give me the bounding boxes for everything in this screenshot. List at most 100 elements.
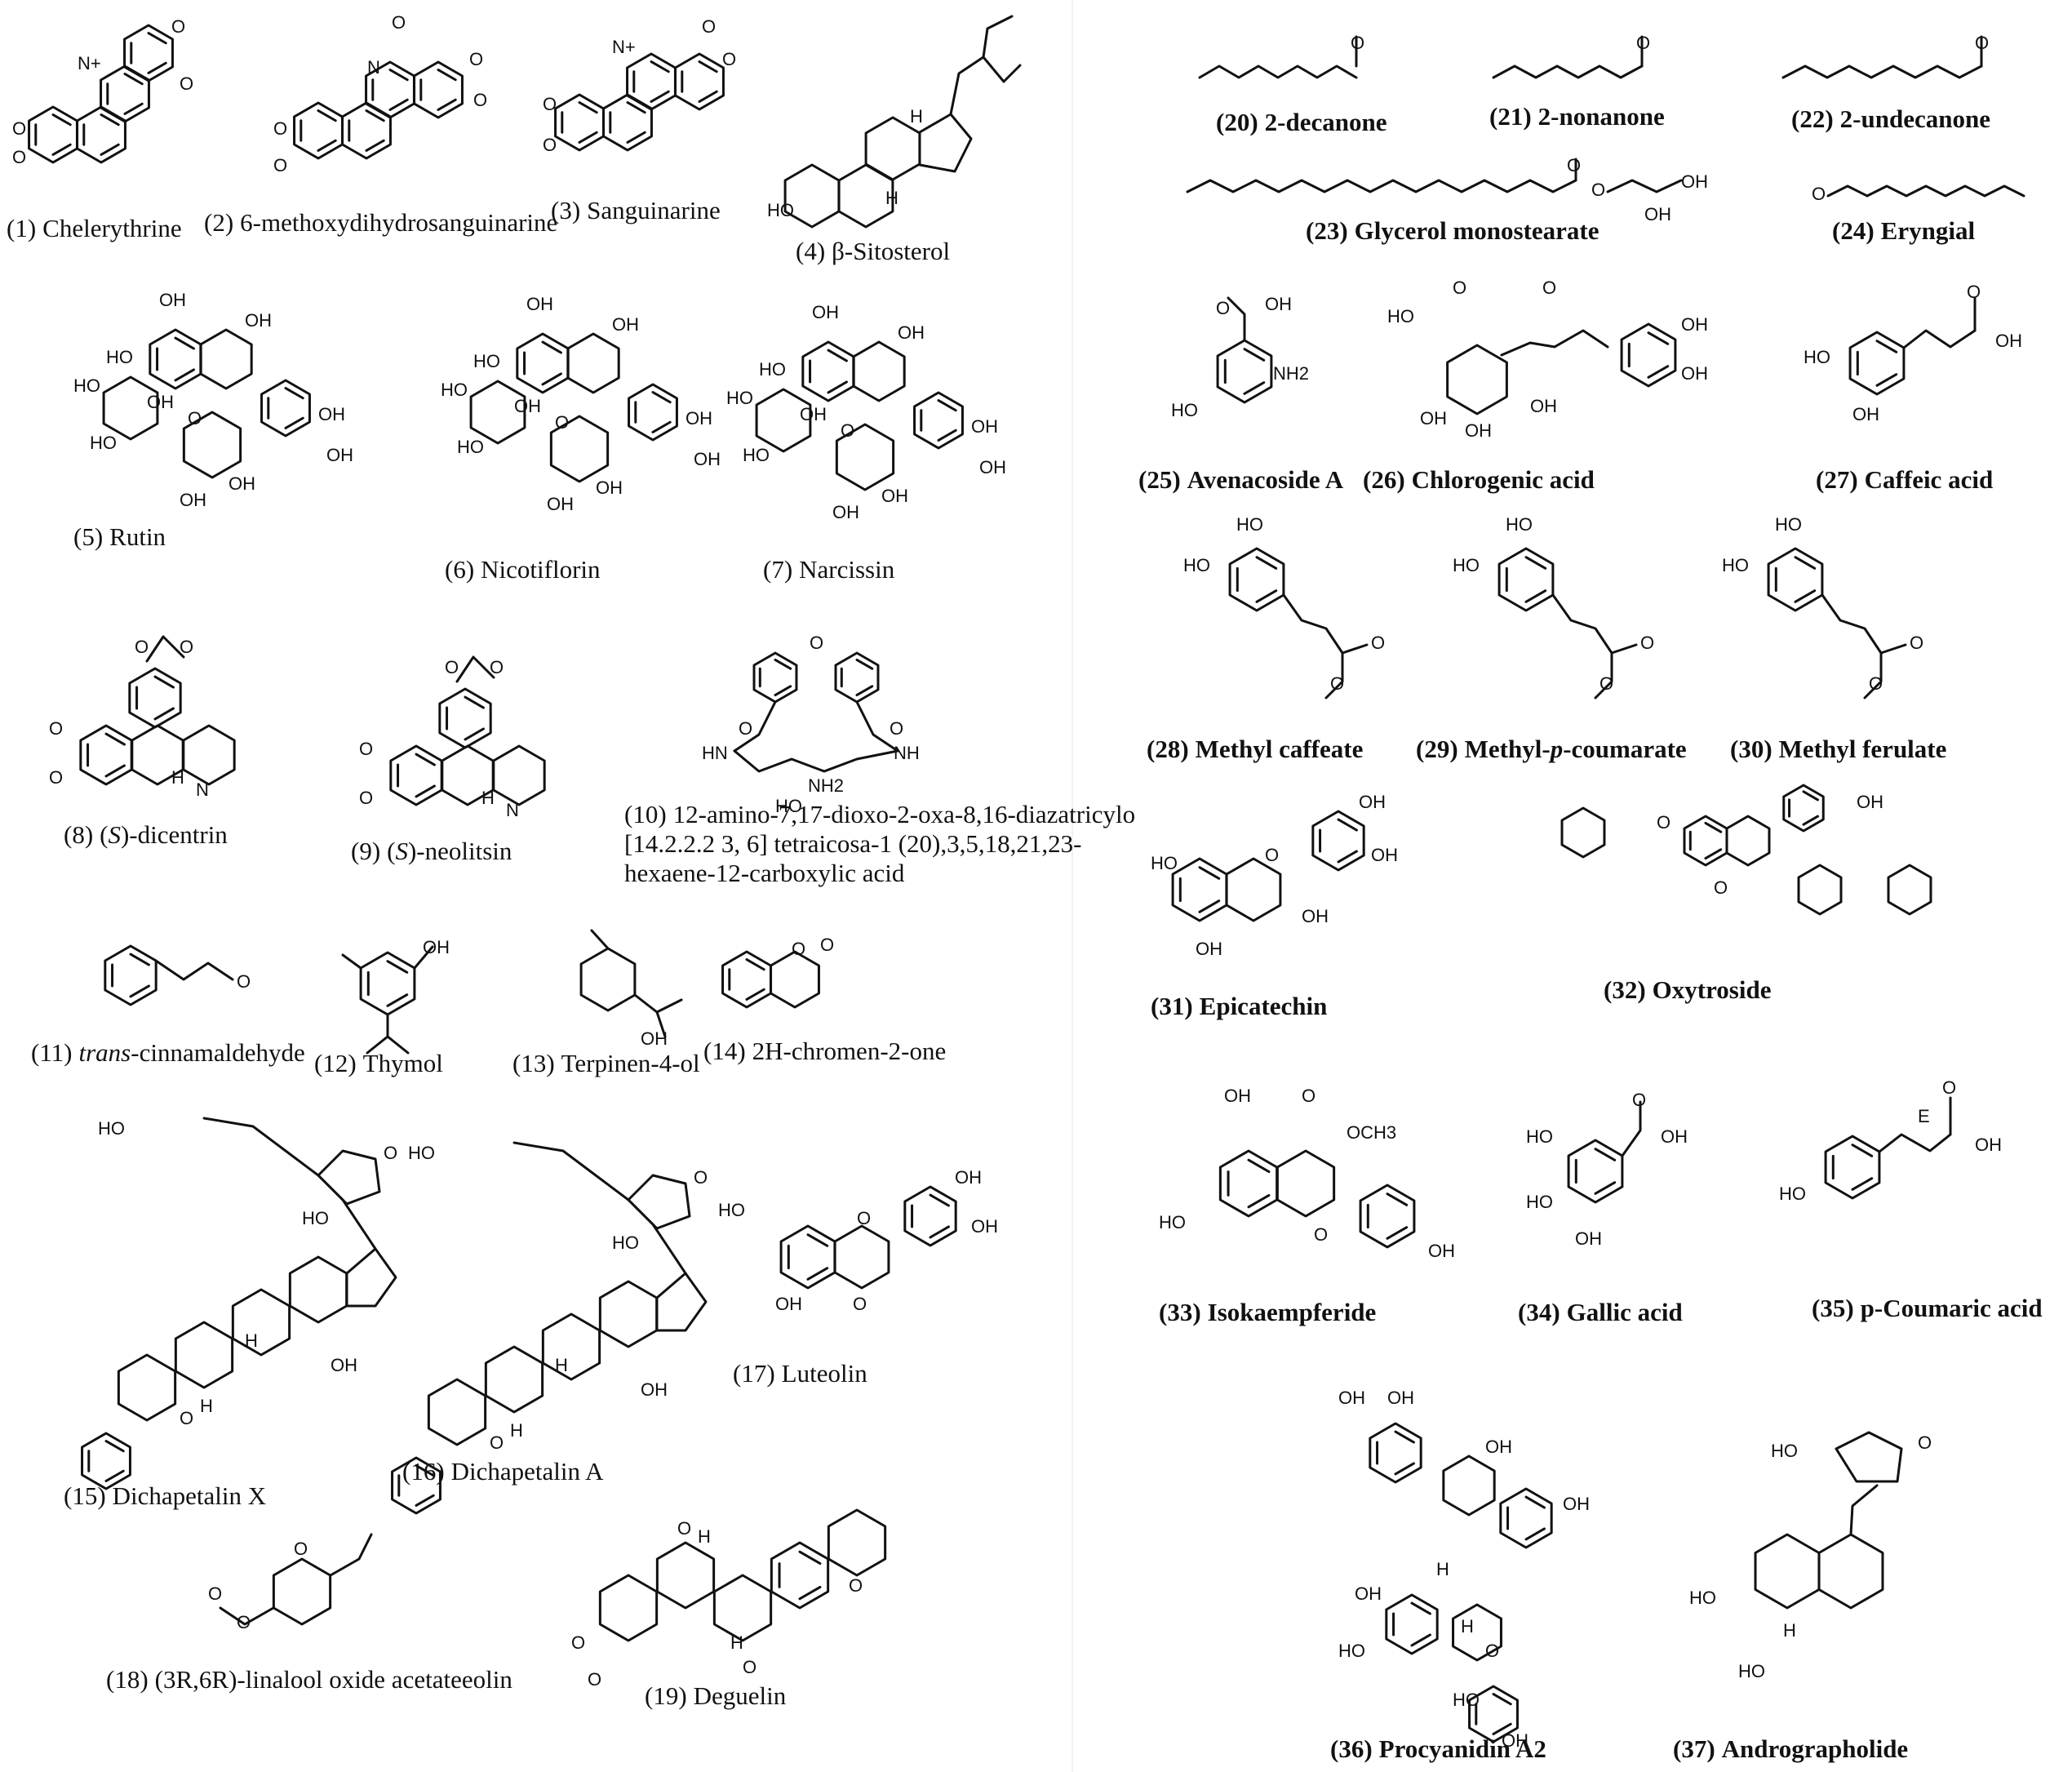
atom-label-ho: HO <box>1526 1192 1553 1212</box>
aromatic-bond <box>806 1233 829 1247</box>
atom-label-o: O <box>1330 673 1344 694</box>
compound-number: (34) <box>1518 1298 1560 1326</box>
caption-compound-2: (2)6-methoxydihydrosanguinarine <box>204 208 557 238</box>
aromatic-bond <box>937 399 957 412</box>
aromatic-bond <box>626 101 646 114</box>
chain-bond <box>1878 1133 1952 1153</box>
atom-label-o: O <box>384 1143 397 1163</box>
atom-label-n: N <box>506 800 519 820</box>
aromatic-bond <box>698 90 718 103</box>
ring-bond <box>174 1321 234 1389</box>
atom-label-o: O <box>739 718 752 739</box>
aromatic-bond <box>415 753 436 766</box>
aromatic-bond <box>1594 1181 1617 1195</box>
structure-drawing: OH <box>579 929 683 1049</box>
ring-bond <box>102 375 159 441</box>
chain-bond <box>341 953 362 970</box>
atom-label-o: O <box>180 1408 193 1428</box>
atom-label-o: O <box>273 155 287 175</box>
atom-label-o: O <box>180 637 193 657</box>
atom-label-oh: OH <box>1995 331 2022 351</box>
cyclopentane-ring <box>345 1247 397 1308</box>
compound-number: (11) <box>31 1038 73 1067</box>
atom-label-oh: OH <box>1465 420 1492 441</box>
atom-label-h: H <box>1783 1620 1796 1641</box>
atom-label-oh: OH <box>1681 171 1708 192</box>
atom-label-o: O <box>1967 282 1981 302</box>
chain-bond <box>1594 651 1613 699</box>
atom-label-nh2: NH2 <box>808 775 844 796</box>
compound-name: (3R,6R)-linalool oxide acetateeolin <box>154 1665 512 1694</box>
aromatic-bond <box>1704 848 1723 860</box>
compound-number: (14) <box>703 1037 746 1065</box>
benzene-ring <box>1499 1487 1553 1549</box>
aromatic-bond <box>464 727 485 741</box>
benzene-ring <box>1385 1593 1439 1655</box>
aromatic-bond <box>1794 556 1817 570</box>
compound-number: (17) <box>733 1359 775 1388</box>
atom-label-o: O <box>841 420 854 441</box>
compound-name: 2H-chromen-2-one <box>752 1037 947 1065</box>
structure-drawing: O <box>104 944 251 1006</box>
aromatic-bond <box>650 60 670 73</box>
atom-label-oh: OH <box>1563 1494 1590 1514</box>
atom-label-oh: OH <box>800 404 827 424</box>
ring-bond <box>182 411 242 479</box>
atom-label-oh: OH <box>1975 1135 2002 1155</box>
chain-bond <box>154 959 234 981</box>
atom-label-o: O <box>1640 633 1654 653</box>
benzene-ring <box>260 379 311 437</box>
aromatic-bond <box>650 90 670 103</box>
aromatic-bond <box>388 98 409 111</box>
atom-label-o: O <box>273 118 287 139</box>
atom-label-o: O <box>294 1539 308 1559</box>
aromatic-bond <box>129 953 150 966</box>
atom-label-oh: OH <box>641 1379 668 1400</box>
caption-compound-14: (14)2H-chromen-2-one <box>703 1037 946 1066</box>
structure-drawing: O <box>1198 33 1364 79</box>
atom-label-ho: HO <box>767 200 794 220</box>
atom-label-ho: HO <box>759 359 786 380</box>
atom-label-o: O <box>555 412 569 433</box>
aromatic-bond <box>798 1585 822 1601</box>
atom-label-oh: OH <box>832 502 859 522</box>
compound-number: (18) <box>106 1665 149 1694</box>
compound-name: Methyl ferulate <box>1778 735 1947 763</box>
compound-number: (24) <box>1832 216 1875 245</box>
atom-label-oh: OH <box>1575 1228 1602 1249</box>
atom-label-o: O <box>49 718 63 739</box>
caption-compound-28: (28)Methyl caffeate <box>1147 735 1363 764</box>
compound-name: (S)-dicentrin <box>100 820 228 849</box>
chain-bond <box>386 1035 410 1055</box>
atom-label-o: O <box>588 1669 601 1690</box>
structure-drawing: OO <box>721 935 834 1009</box>
aromatic-bond <box>284 416 304 429</box>
structure-compound-11: O <box>94 930 257 1012</box>
atom-label-o: O <box>1265 845 1279 865</box>
chain-bond <box>590 929 610 950</box>
atom-label-o: O <box>180 73 193 94</box>
ring-bond <box>549 415 610 483</box>
compound-name: Dichapetalin X <box>112 1481 267 1510</box>
compound-name: Chlorogenic acid <box>1411 465 1595 494</box>
structure-drawing: OON+OO <box>543 16 736 155</box>
ring-bond <box>827 1508 887 1577</box>
atom-label-ho: HO <box>473 351 500 371</box>
atom-label-oh: OH <box>1661 1126 1688 1147</box>
caption-compound-7: (7)Narcissin <box>763 555 894 584</box>
atom-label-o: O <box>490 657 504 677</box>
compound-number: (23) <box>1306 216 1348 245</box>
chain-bond <box>1821 593 1907 655</box>
atom-label-o: O <box>392 12 406 33</box>
chain-bond <box>1324 651 1344 699</box>
